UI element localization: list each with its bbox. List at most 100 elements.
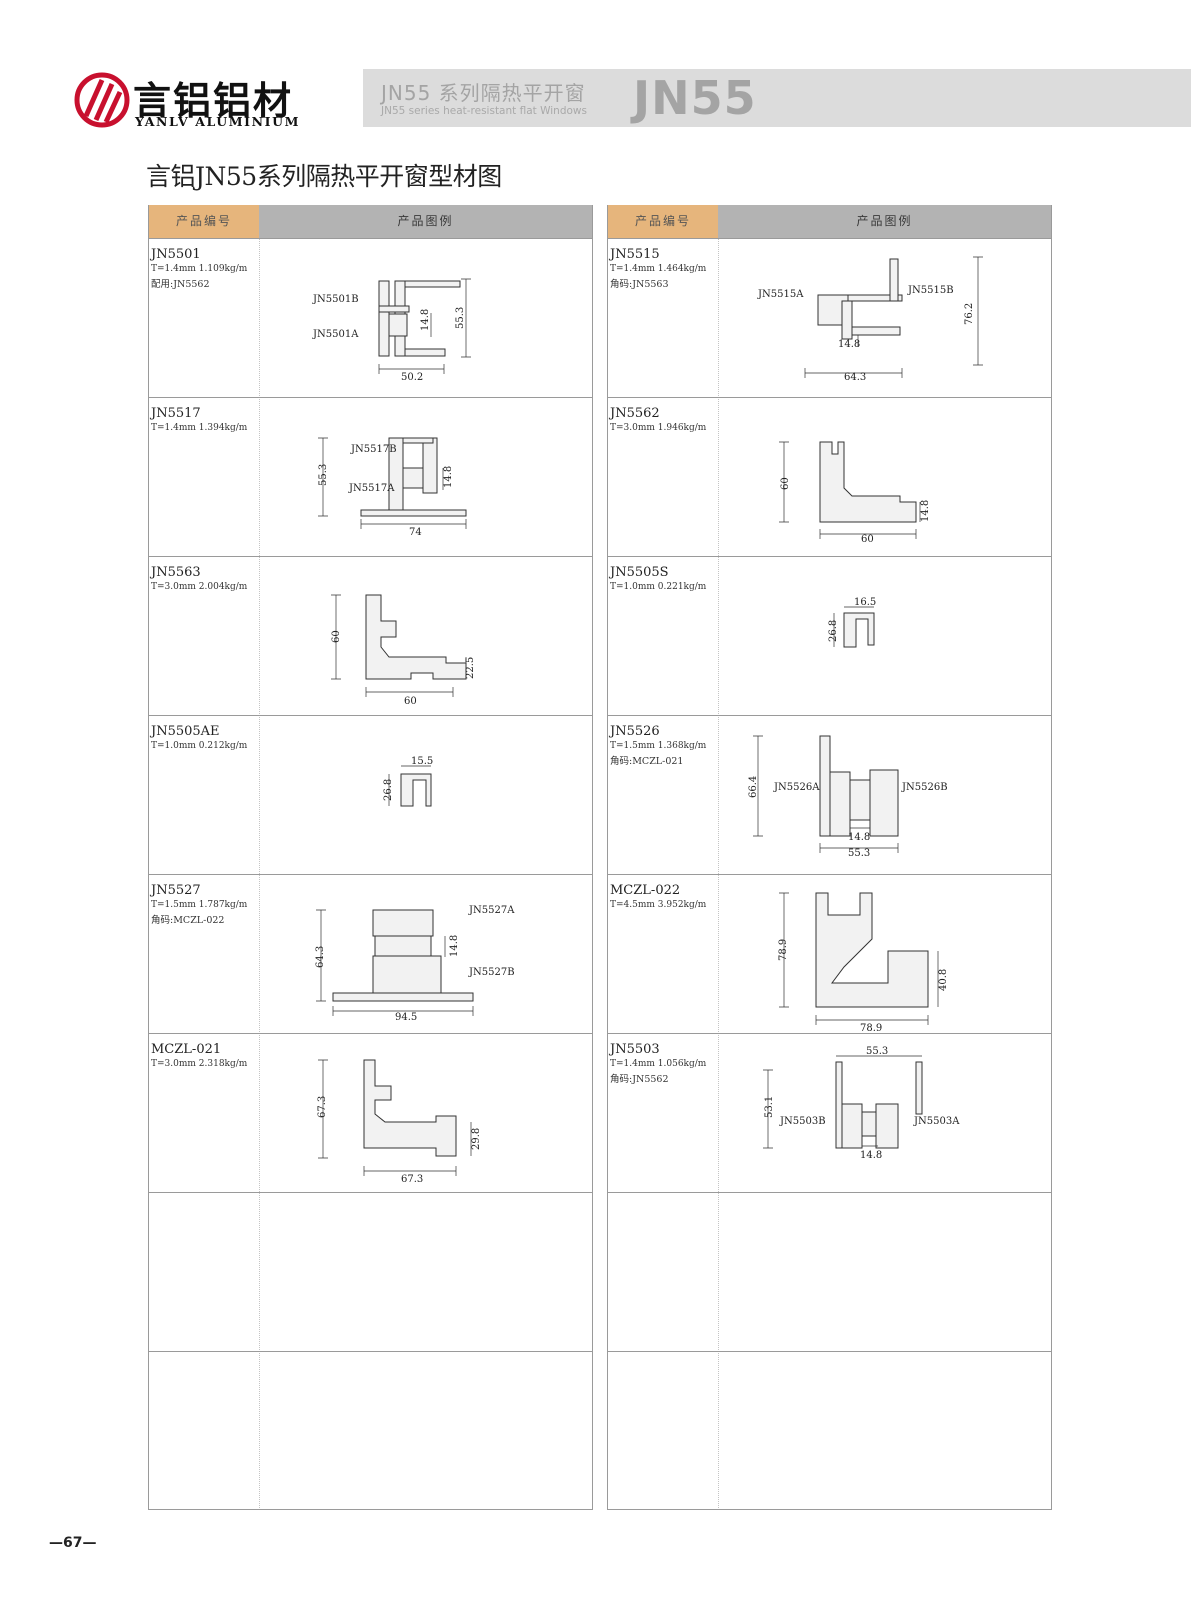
product-code: JN5503 (610, 1042, 660, 1057)
part-label: JN5526A (773, 782, 820, 793)
part-label: JN5527B (468, 967, 515, 978)
profile-drawing: 60 22.5 60 (261, 557, 592, 716)
profile-shape (400, 773, 432, 807)
product-info: JN5515 T=1.4mm 1.464kg/m 角码:JN5563 (610, 247, 722, 294)
profile-table-left: 产品编号 产品图例 JN5501 T=1.4mm 1.109kg/m 配用:JN… (148, 205, 593, 1510)
dimension-label: 14.8 (449, 935, 460, 957)
product-spec: T=3.0mm 2.318kg/m (151, 1059, 248, 1069)
part-label: JN5501B (312, 294, 359, 305)
profile-shape (843, 612, 875, 648)
product-spec: T=3.0mm 1.946kg/m (610, 423, 707, 433)
profile-shape (817, 258, 903, 340)
dimension-label: 22.5 (465, 657, 476, 679)
profile-drawing: JN5517B JN5517A 55.3 14.8 74 (261, 398, 592, 557)
product-info: JN5563 T=3.0mm 2.004kg/m (151, 565, 263, 594)
table-row: MCZL-021 T=3.0mm 2.318kg/m 67.3 29.8 67.… (149, 1033, 592, 1192)
profile-drawing: 15.5 26.8 (261, 716, 592, 875)
product-code: JN5527 (151, 883, 201, 898)
dimension-label: 60 (331, 630, 342, 643)
product-info: JN5501 T=1.4mm 1.109kg/m 配用:JN5562 (151, 247, 263, 294)
profile-drawing: JN5527A JN5527B 64.3 14.8 94.5 (261, 875, 592, 1034)
dimension-label: 74 (409, 527, 422, 538)
dimension-label: 94.5 (395, 1012, 417, 1023)
profile-drawing: 55.3 53.1 JN5503B JN5503A 14.8 (720, 1034, 1051, 1193)
profile-shape (365, 594, 467, 680)
product-spec: T=1.0mm 0.221kg/m (610, 582, 707, 592)
table-row: JN5562 T=3.0mm 1.946kg/m 60 14.8 60 (608, 397, 1051, 556)
profile-drawing: 78.9 40.8 78.9 (720, 875, 1051, 1034)
series-banner: JN55 系列隔热平开窗 JN55 series heat-resistant … (363, 69, 1191, 127)
profile-drawing: 16.5 26.8 (720, 557, 1051, 716)
table-row: JN5505S T=1.0mm 0.221kg/m 16.5 26.8 (608, 556, 1051, 715)
table-row (149, 1192, 592, 1351)
table-row: JN5503 T=1.4mm 1.056kg/m 角码:JN5562 55.3 … (608, 1033, 1051, 1192)
profile-shape (363, 1059, 457, 1157)
profile-drawing: 67.3 29.8 67.3 (261, 1034, 592, 1193)
product-spec: T=4.5mm 3.952kg/m (610, 900, 707, 910)
product-code: JN5563 (151, 565, 201, 580)
product-pairing: 角码:MCZL-021 (610, 756, 684, 767)
profile-table-right: 产品编号 产品图例 JN5515 T=1.4mm 1.464kg/m 角码:JN… (607, 205, 1052, 1510)
dimension-label: 60 (404, 696, 417, 707)
profile-drawing: JN5501B JN5501A 55.3 14.8 50.2 (261, 239, 592, 398)
profile-shape (819, 735, 899, 837)
part-label: JN5503A (913, 1116, 960, 1127)
product-info: MCZL-021 T=3.0mm 2.318kg/m (151, 1042, 263, 1071)
product-spec: T=1.5mm 1.368kg/m (610, 741, 707, 751)
dimension-label: 66.4 (748, 776, 759, 798)
header-code: 产品编号 (608, 205, 718, 238)
table-row: JN5505AE T=1.0mm 0.212kg/m 15.5 26.8 (149, 715, 592, 874)
dimension-label: 78.9 (778, 939, 789, 961)
table-row (149, 1351, 592, 1510)
dimension-label: 26.8 (828, 620, 839, 642)
part-label: JN5515A (757, 289, 804, 300)
page-number: —67— (49, 1535, 97, 1551)
brand-name-cn: 言铝铝材 (133, 79, 294, 123)
product-code: JN5517 (151, 406, 201, 421)
header-code: 产品编号 (149, 205, 259, 238)
profile-shape (332, 909, 474, 1002)
profile-shape (835, 1061, 923, 1149)
part-label: JN5515B (907, 285, 954, 296)
dimension-label: 78.9 (860, 1023, 882, 1034)
profile-drawing: 60 14.8 60 (720, 398, 1051, 557)
product-code: JN5505S (610, 565, 669, 580)
dimension-label: 14.8 (443, 466, 454, 488)
product-spec: T=1.5mm 1.787kg/m (151, 900, 248, 910)
product-code: MCZL-022 (610, 883, 681, 898)
part-label: JN5527A (468, 905, 515, 916)
profile-shape (819, 441, 917, 523)
dimension-label: 14.8 (860, 1150, 882, 1161)
dimension-label: 55.3 (455, 307, 466, 329)
dimension-label: 64.3 (315, 946, 326, 968)
dimension-label: 14.8 (420, 309, 431, 331)
series-code: JN55 (633, 71, 757, 125)
part-label: JN5503B (779, 1116, 826, 1127)
product-code: MCZL-021 (151, 1042, 222, 1057)
dimension-label: 64.3 (844, 372, 866, 383)
profile-shape (360, 437, 467, 517)
product-info: JN5527 T=1.5mm 1.787kg/m 角码:MCZL-022 (151, 883, 263, 930)
table-row: JN5563 T=3.0mm 2.004kg/m 60 22.5 60 (149, 556, 592, 715)
product-spec: T=1.4mm 1.394kg/m (151, 423, 248, 433)
product-pairing: 角码:MCZL-022 (151, 915, 225, 926)
series-title-cn: JN55 系列隔热平开窗 (381, 81, 586, 105)
product-code: JN5562 (610, 406, 660, 421)
table-header: 产品编号 产品图例 (149, 205, 592, 238)
product-code: JN5526 (610, 724, 660, 739)
product-spec: T=1.4mm 1.109kg/m (151, 264, 248, 274)
product-info: MCZL-022 T=4.5mm 3.952kg/m (610, 883, 722, 912)
product-pairing: 角码:JN5562 (610, 1074, 669, 1085)
product-code: JN5501 (151, 247, 201, 262)
dimension-label: 14.8 (848, 832, 870, 843)
product-pairing: 配用:JN5562 (151, 279, 210, 290)
table-row: JN5517 T=1.4mm 1.394kg/m JN5517B JN5517A… (149, 397, 592, 556)
brand-name-en: YANLV ALUMINIUM (135, 114, 301, 129)
dimension-label: 55.3 (848, 848, 870, 859)
product-info: JN5517 T=1.4mm 1.394kg/m (151, 406, 263, 435)
dimension-label: 67.3 (317, 1096, 328, 1118)
product-code: JN5515 (610, 247, 660, 262)
dimension-label: 60 (780, 477, 791, 490)
product-pairing: 角码:JN5563 (610, 279, 669, 290)
table-header: 产品编号 产品图例 (608, 205, 1051, 238)
